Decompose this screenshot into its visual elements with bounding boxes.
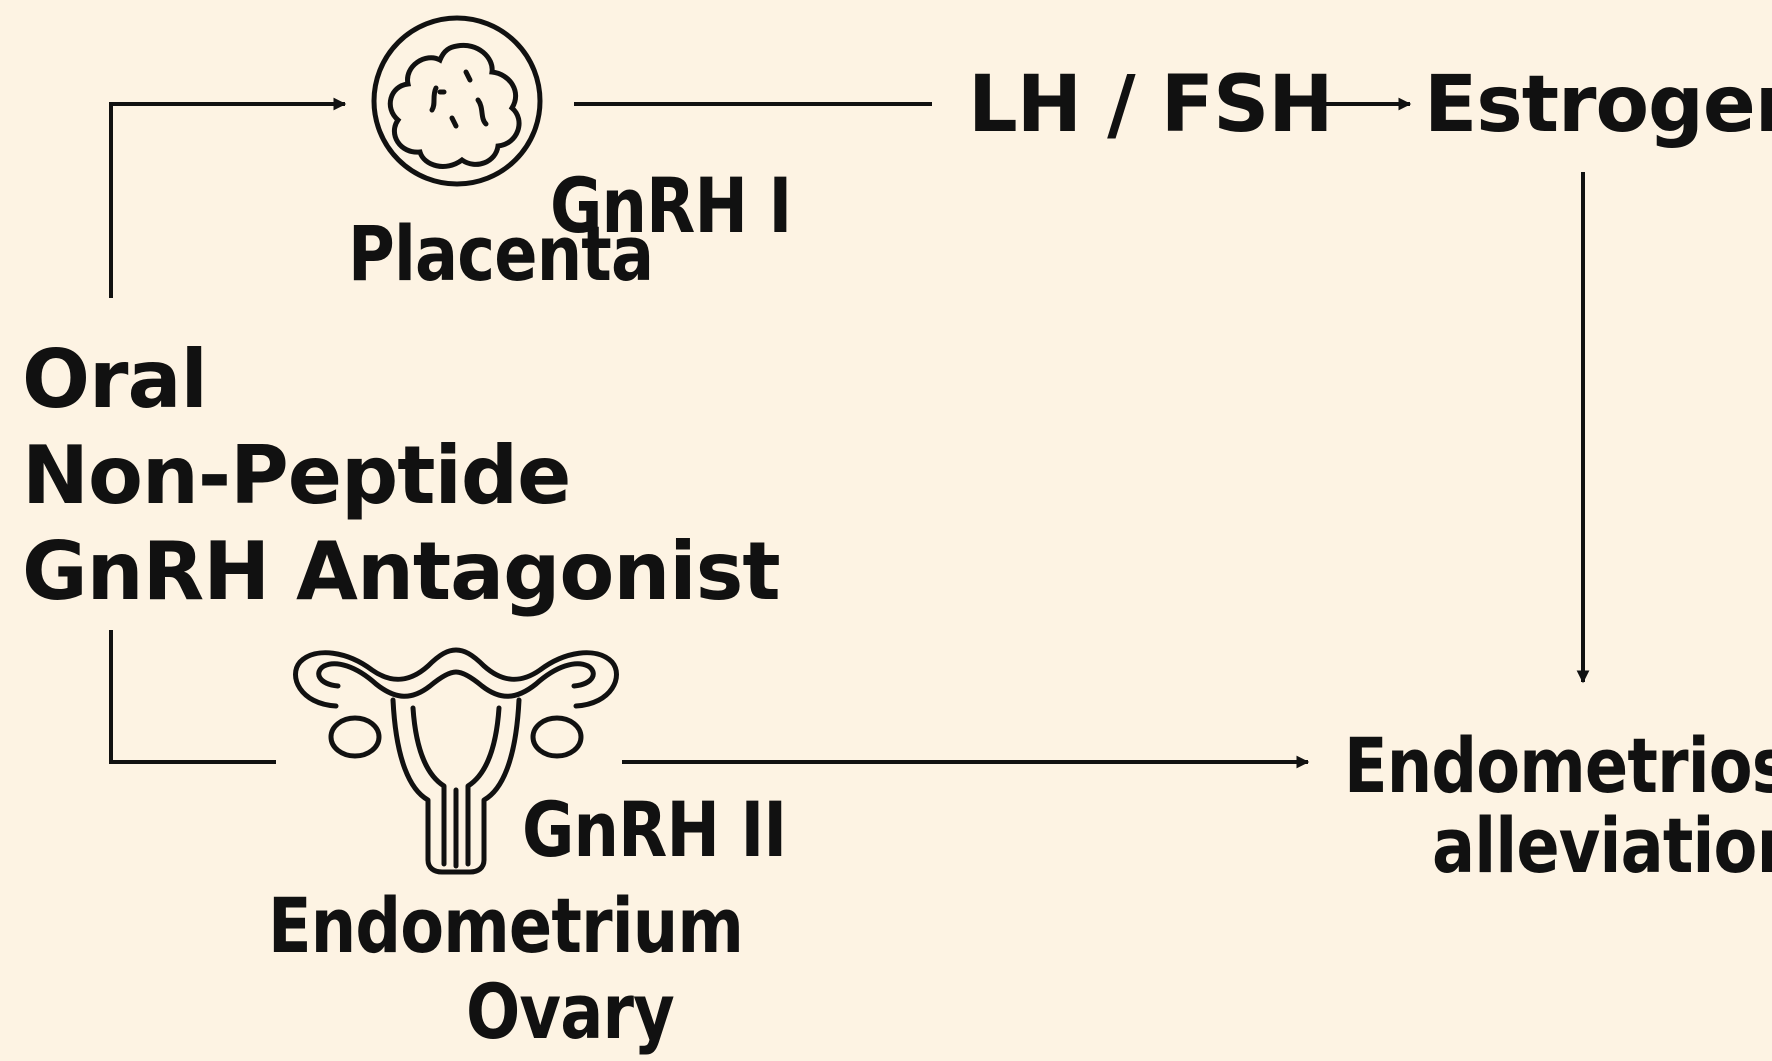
outcome-label-line2: alleviation bbox=[1432, 801, 1772, 890]
drug-label-line2: Non-Peptide bbox=[22, 429, 571, 522]
ovary-label: Ovary bbox=[466, 967, 675, 1056]
estrogen-label: Estrogen bbox=[1424, 60, 1772, 150]
gnrh-ii-label: GnRH II bbox=[522, 785, 787, 874]
drug-to-uterus-line bbox=[109, 630, 276, 764]
drug-label-line1: Oral bbox=[22, 333, 208, 426]
drug-to-placenta-arrow bbox=[109, 97, 347, 298]
placenta-label: Placenta bbox=[348, 209, 654, 298]
uterus-icon bbox=[293, 647, 619, 875]
drug-label-line3: GnRH Antagonist bbox=[22, 525, 781, 618]
lh-fsh-label: LH / FSH bbox=[968, 60, 1334, 150]
endometrium-label: Endometrium bbox=[268, 881, 744, 970]
outcome-label-line1: Endometriosis bbox=[1344, 721, 1772, 810]
placenta-icon bbox=[371, 15, 543, 187]
gnrh-i-label: GnRH I bbox=[550, 161, 792, 250]
drug-label: Oral Non-Peptide GnRH Antagonist bbox=[22, 332, 781, 620]
